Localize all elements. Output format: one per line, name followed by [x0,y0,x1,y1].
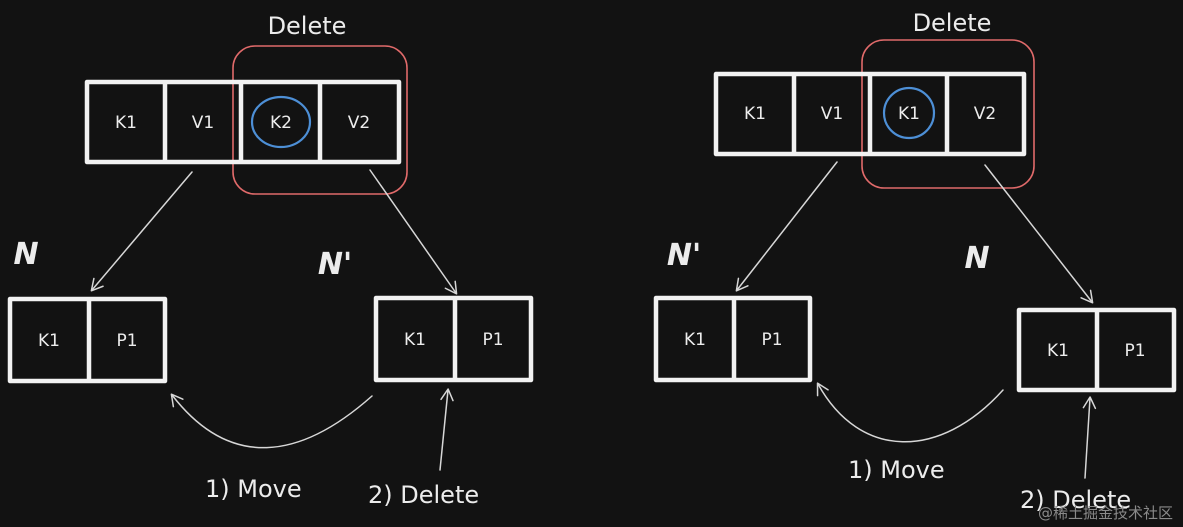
left-node-n-prime-cell: P1 [482,330,503,350]
left-delete-title: Delete [268,12,347,40]
left-highlight-circle [250,95,312,149]
right-delete-title: Delete [913,9,992,37]
left-arrow-to-n-prime [369,169,458,295]
right-arrow-to-n-prime [735,161,838,292]
left-node-n-cell: P1 [116,331,137,351]
right-parent-cell: K1 [898,104,920,124]
left-parent-cell: V1 [192,113,214,133]
right-node-n-prime-label: N' [667,238,701,273]
right-arrow-to-n [984,164,1094,304]
right-highlight-circle [882,86,936,140]
right-delete-selection [861,39,1035,189]
right-parent-cell: K1 [744,104,766,124]
left-node-n-label: N [13,237,38,272]
right-parent-node: K1 V1 K1 V2 [713,71,1027,157]
left-step-move: 1) Move [205,475,302,503]
left-move-arrow [170,393,373,449]
right-node-n-prime-cell: P1 [761,330,782,350]
right-node-n-cell: P1 [1124,341,1145,361]
left-arrow-to-n [90,171,193,292]
left-node-n-prime-label: N' [318,247,352,282]
right-parent-cell: V2 [974,104,996,124]
left-node-n-prime-cell: K1 [404,330,426,350]
right-move-arrow [816,382,1004,443]
right-node-n-prime-cell: K1 [684,330,706,350]
right-step-move: 1) Move [848,456,945,484]
left-parent-cell: V2 [348,113,370,133]
left-node-n-prime: K1 P1 [373,295,534,383]
right-node-n-cell: K1 [1047,341,1069,361]
left-node-n-cell: K1 [38,331,60,351]
left-delete-arrow [439,388,454,471]
right-diagram: Delete K1 V1 K1 V2 N' K1 P1 N K1 P1 [653,9,1177,514]
left-parent-cell: K2 [270,113,292,133]
watermark-text: @稀土掘金技术社区 [1038,504,1173,522]
left-delete-selection [232,45,408,195]
left-node-n: K1 P1 [7,296,168,384]
left-parent-cell: K1 [115,113,137,133]
right-step-delete: 2) Delete [1020,486,1131,514]
right-node-n-prime: K1 P1 [653,295,813,383]
right-node-n: K1 P1 [1016,307,1177,393]
right-parent-cell: V1 [821,104,843,124]
right-node-n-label: N [964,241,989,276]
right-delete-arrow [1082,396,1097,479]
left-parent-node: K1 V1 K2 V2 [84,79,402,165]
left-step-delete: 2) Delete [368,481,479,509]
left-diagram: Delete K1 V1 K2 V2 N K1 P1 N' K1 P1 [7,12,534,509]
